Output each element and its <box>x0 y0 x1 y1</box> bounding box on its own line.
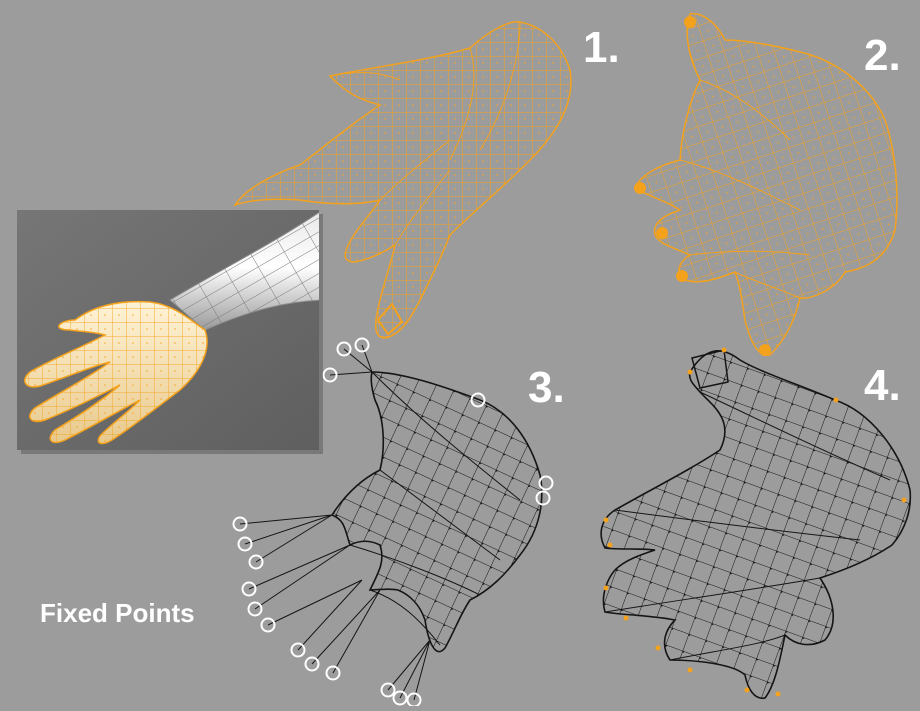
fixed-point-marker <box>247 601 263 617</box>
step4-hand-mesh <box>600 347 912 699</box>
fixed-point-marker <box>237 536 253 552</box>
fixed-point-marker <box>304 656 320 672</box>
fixed-point-marker <box>392 690 408 706</box>
inset-arm-render <box>17 210 323 454</box>
fixed-point-marker <box>535 490 551 506</box>
step-label-4: 4. <box>864 361 901 410</box>
fixed-point-marker <box>336 341 352 357</box>
fixed-point-marker <box>290 642 306 658</box>
fixed-point-marker <box>232 516 248 532</box>
fixed-point-marker <box>380 682 396 698</box>
fixed-point-marker <box>241 581 257 597</box>
step-label-1: 1. <box>583 23 620 72</box>
step-label-3: 3. <box>528 363 565 412</box>
fixed-point-marker <box>470 392 486 408</box>
fixed-point-marker <box>325 665 341 681</box>
fixed-point-marker <box>248 554 264 570</box>
fixed-point-marker <box>538 475 554 491</box>
step1-hand-wireframe <box>233 21 572 339</box>
fixed-point-marker <box>260 617 276 633</box>
fixed-point-markers <box>232 337 554 708</box>
step3-hand-mesh <box>239 344 543 701</box>
step2-hand-wireframe <box>634 12 898 356</box>
step-label-2: 2. <box>864 31 901 80</box>
fixed-point-marker <box>354 337 370 353</box>
fixed-point-marker <box>322 367 338 383</box>
fixed-points-caption: Fixed Points <box>40 598 195 628</box>
